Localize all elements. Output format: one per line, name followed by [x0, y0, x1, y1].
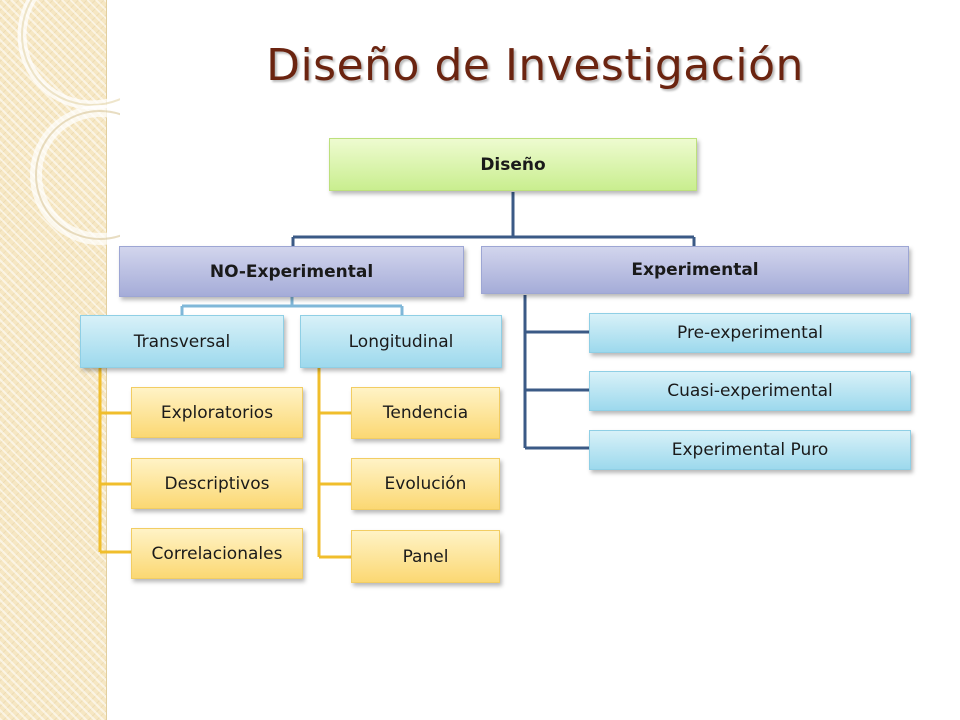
decorative-circles — [17, 0, 120, 245]
node-diseno: Diseño — [329, 138, 697, 191]
node-experimental-puro: Experimental Puro — [589, 430, 911, 470]
node-pre-experimental: Pre-experimental — [589, 313, 911, 353]
node-descriptivos: Descriptivos — [131, 458, 303, 509]
node-panel: Panel — [351, 530, 500, 583]
node-correlacionales: Correlacionales — [131, 528, 303, 579]
node-transversal: Transversal — [80, 315, 284, 368]
node-no-experimental: NO-Experimental — [119, 246, 464, 297]
slide-title: Diseño de Investigación — [266, 40, 804, 91]
node-exploratorios: Exploratorios — [131, 387, 303, 438]
node-tendencia: Tendencia — [351, 387, 500, 439]
node-cuasi-experimental: Cuasi-experimental — [589, 371, 911, 411]
node-evolucion: Evolución — [351, 458, 500, 510]
node-longitudinal: Longitudinal — [300, 315, 502, 368]
node-experimental: Experimental — [481, 246, 909, 294]
